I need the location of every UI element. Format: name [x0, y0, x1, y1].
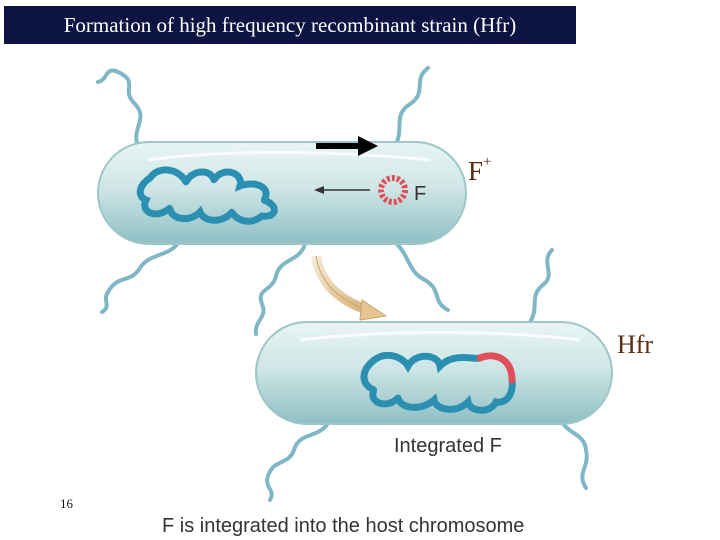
flagellum [393, 66, 430, 148]
slide-title: Formation of high frequency recombinant … [4, 6, 576, 44]
flagellum [528, 248, 554, 324]
bacterial-chromosome [136, 166, 278, 225]
transition-arrow [311, 255, 370, 315]
hfr-cell [255, 321, 613, 425]
hfr-chromosome [360, 351, 516, 414]
hfr-label: Hfr [617, 330, 654, 359]
flagellum [265, 418, 332, 502]
flagellum [100, 238, 182, 314]
flagella-bottom-cell [265, 248, 589, 502]
flagellum [96, 68, 143, 152]
flagellum [558, 416, 589, 490]
integrated-f-label: Integrated F [394, 435, 502, 457]
flagellum [393, 240, 450, 312]
f-plasmid [378, 175, 408, 205]
caption: F is integrated into the host chromosome [162, 515, 524, 537]
flagella-top-cell [96, 66, 450, 336]
integrated-f-segment [476, 352, 516, 384]
plasmid-f-label: F [414, 183, 426, 205]
f-plus-label: F+ [468, 154, 492, 186]
flagellum [253, 242, 307, 336]
page-number: 16 [60, 496, 73, 511]
